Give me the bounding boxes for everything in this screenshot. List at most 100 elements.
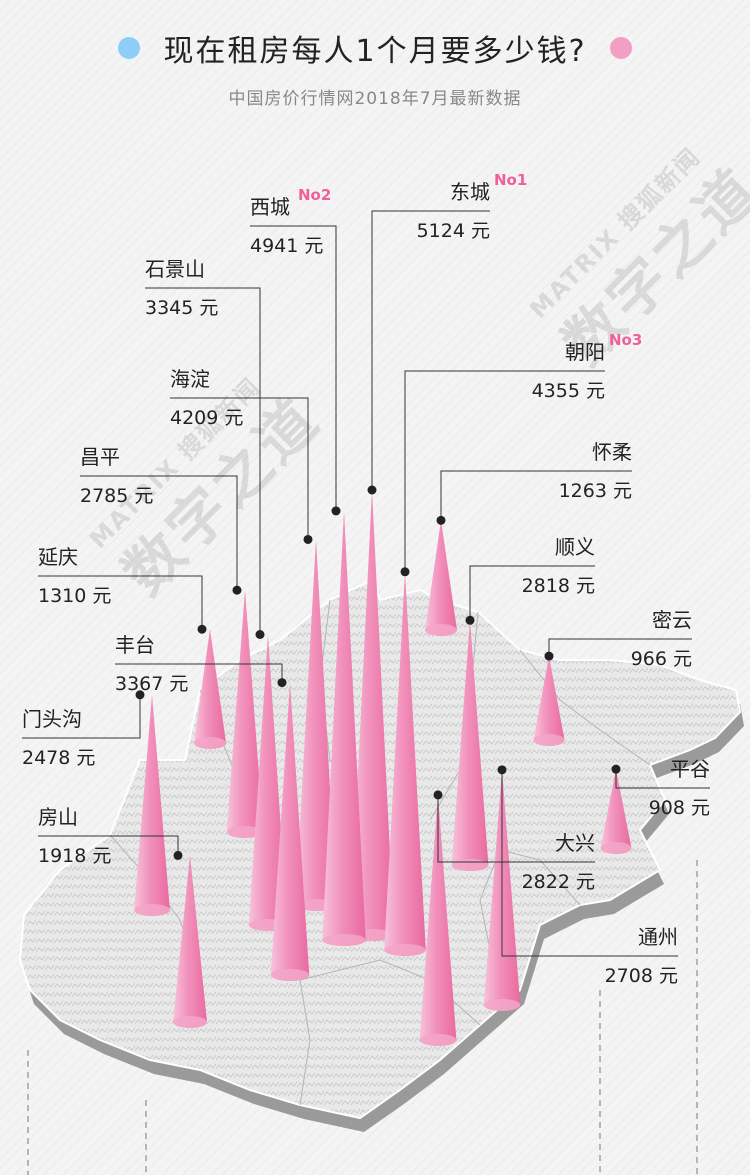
district-label: 丰台 [115,633,155,657]
cone-大兴 [419,794,457,1047]
cone-base [193,737,227,749]
cone-base [451,859,489,871]
cone-body [295,539,337,911]
cone-body [248,634,288,931]
district-label: 门头沟 [22,707,82,731]
value-label: 2478 元 [22,747,95,769]
cone-base [173,1016,207,1028]
cone-延庆 [193,629,227,749]
leader-line [170,397,309,540]
district-label: 海淀 [170,367,210,391]
leader-dot [611,764,621,774]
cone-base [134,904,170,916]
leader-line [371,210,490,490]
cone-base [270,969,310,981]
leader-line [80,475,238,591]
cone-昌平 [226,590,264,838]
district-label: 密云 [652,608,692,632]
district-label: 平谷 [670,757,710,781]
value-label: 3345 元 [145,297,218,319]
district-label: 怀柔 [592,440,632,464]
cone-body [425,520,457,636]
cone-body [350,490,394,941]
leader-line [404,370,605,572]
cone-body [451,620,489,871]
cone-body [533,656,565,746]
cone-body [193,629,227,749]
district-label: 东城 [450,180,490,204]
cone-平谷 [600,769,632,854]
cone-base [419,1034,457,1046]
title-row: 现在租房每人1个月要多少钱? [0,26,750,70]
value-label: 908 元 [649,797,710,819]
leader-dot [197,624,207,634]
cone-房山 [173,855,207,1028]
value-label: 4941 元 [250,235,323,257]
value-label: 2785 元 [80,485,153,507]
leader-dot [497,765,507,775]
district-label: 昌平 [80,445,120,469]
cone-body [226,590,264,838]
value-label: 4209 元 [170,407,243,429]
cone-base [226,826,264,838]
cone-body [134,694,170,916]
district-label: 通州 [638,925,678,949]
rank-badge: No2 [298,186,331,204]
cone-base [483,999,521,1011]
value-label: 2818 元 [522,575,595,597]
leader-dot [436,515,446,525]
cone-body [173,855,207,1028]
leader-line [145,287,261,635]
leader-dot [544,651,554,661]
cone-丰台 [270,682,310,982]
leader-line [469,565,595,621]
leader-dot [173,850,183,860]
leader-line [115,663,283,683]
cone-body [384,571,426,956]
cone-base [322,934,366,946]
cone-朝阳 [384,571,426,956]
cone-body [322,510,366,946]
cone-base [533,734,565,746]
cone-base [600,842,632,854]
leader-dot [303,534,313,544]
district-label: 石景山 [145,257,205,281]
chart-title: 现在租房每人1个月要多少钱? [163,34,587,69]
leader-dot [331,506,341,516]
district-label: 顺义 [555,535,595,559]
cone-怀柔 [425,520,457,636]
leader-line [440,470,632,521]
rank-badge: No3 [609,331,642,349]
district-label: 延庆 [38,545,78,569]
value-label: 5124 元 [417,220,490,242]
cone-密云 [533,656,565,746]
leader-dot [277,678,287,688]
leader-line [501,769,678,957]
leader-line [38,835,179,856]
title-dot-left [118,37,141,59]
leader-dot [400,567,410,577]
value-label: 4355 元 [532,380,605,402]
cone-西城 [322,510,366,946]
leader-dot [465,615,475,625]
district-label: 房山 [38,805,78,829]
district-label: 西城 [250,195,290,219]
leader-dot [135,690,145,700]
leader-dot [433,790,443,800]
value-label: 1263 元 [559,480,632,502]
leader-dot [367,485,377,495]
cone-body [600,769,632,854]
value-label: 1310 元 [38,585,111,607]
cone-body [419,794,457,1047]
leader-line [615,769,710,789]
cone-base [425,624,457,636]
leader-dot [232,585,242,595]
cone-门头沟 [134,694,170,916]
leader-line [250,225,337,511]
leader-dot [255,629,265,639]
chart-subtitle: 中国房价行情网2018年7月最新数据 [228,89,522,109]
district-label: 朝阳 [565,340,605,364]
dashed-guides [27,860,698,1175]
